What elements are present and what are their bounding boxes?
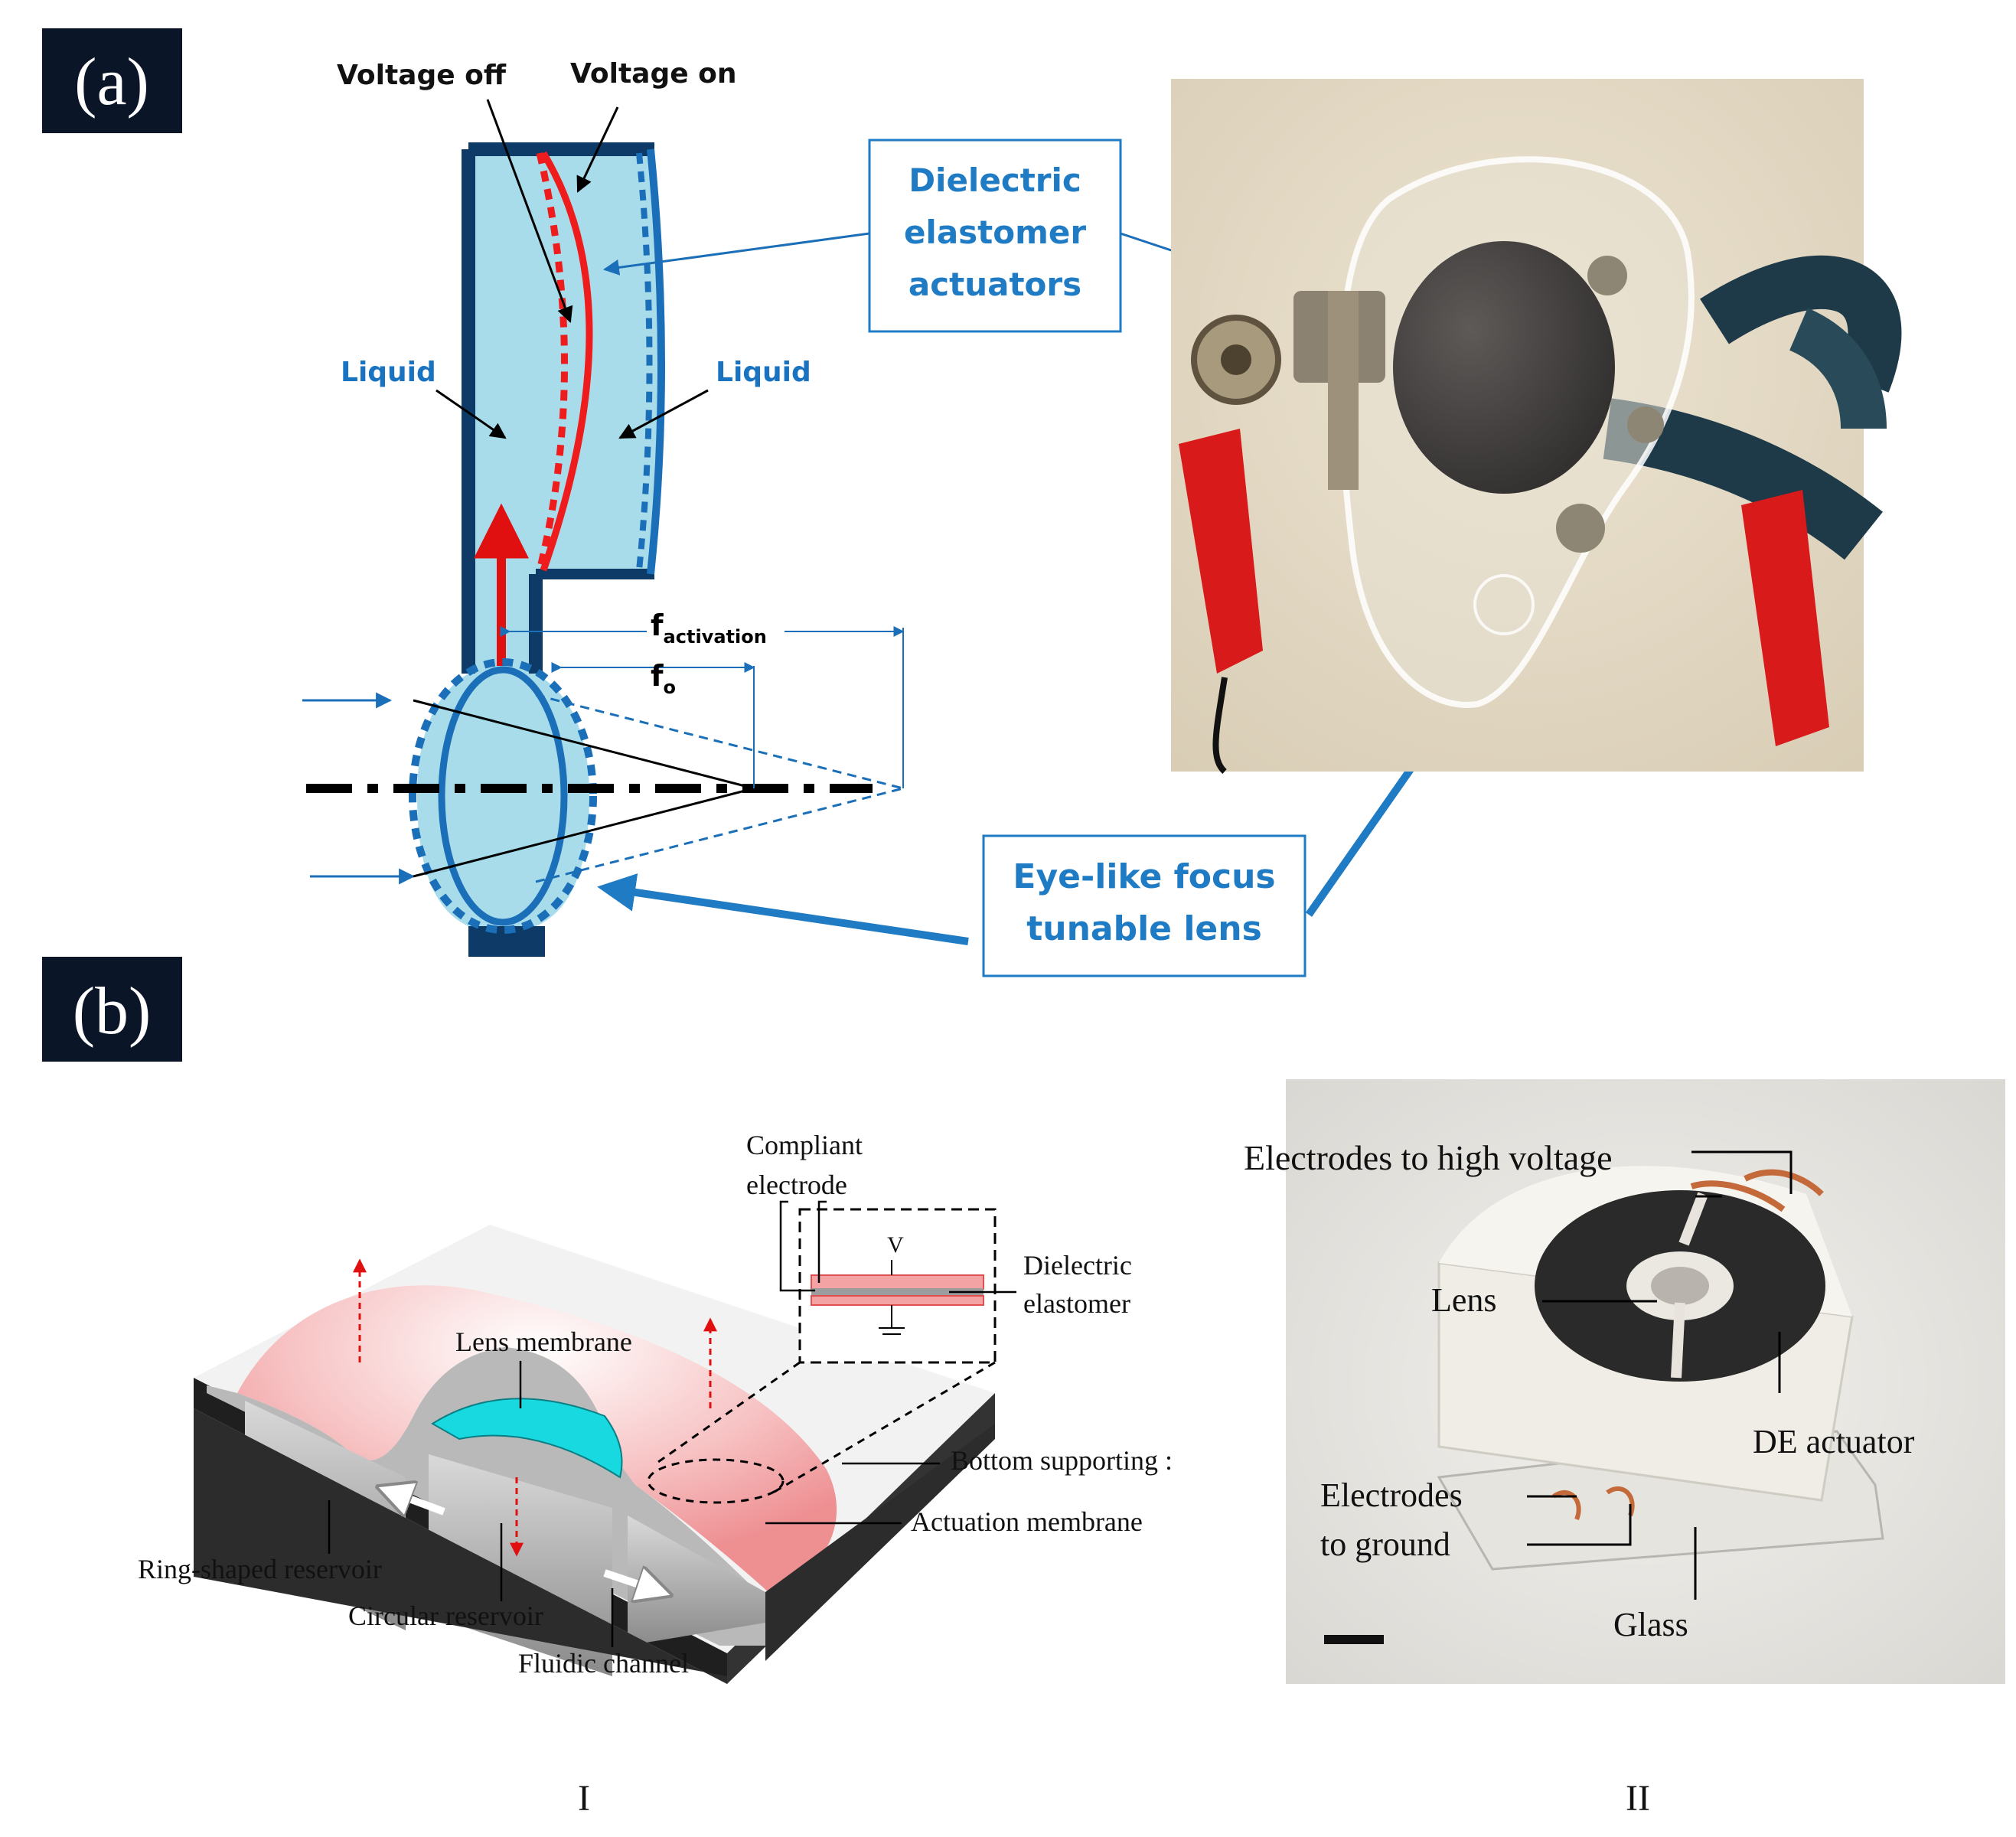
dea-wall-dashed [636, 152, 653, 571]
lens-dashed [409, 658, 597, 934]
lens-callout-arrow-left [597, 873, 969, 945]
electrodes-gnd-label-1: Electrodes [1320, 1476, 1463, 1514]
f0-label: fo [651, 659, 676, 698]
compliant-label-1: Compliant [746, 1130, 863, 1160]
lens-solid [438, 666, 568, 926]
device-photo [1171, 79, 1902, 774]
lens-callout-box [982, 834, 1306, 977]
dea-disc [1393, 241, 1615, 494]
circular-reservoir-label: Circular reservoir [348, 1600, 543, 1631]
dea-wall-solid [647, 148, 665, 575]
dea-callout-line1: Dielectric [909, 162, 1081, 199]
dea-callout-box [868, 139, 1122, 333]
panel-a: (a) [42, 28, 1902, 977]
dielectric-label-1: Dielectric [1023, 1250, 1132, 1281]
actuation-membrane [237, 1285, 837, 1600]
membrane-voltage-on [540, 151, 593, 572]
voltage-on-label: Voltage on [570, 58, 737, 90]
fluidic-channel-label: Fluidic channel [518, 1648, 689, 1679]
liquid-label-left: Liquid [341, 357, 436, 388]
panel-a-tag-box [42, 28, 182, 133]
scale-bar [1324, 1635, 1384, 1644]
glass-label: Glass [1613, 1606, 1688, 1643]
inset-voltage-label: V [887, 1232, 904, 1258]
dea-callout-line3: actuators [909, 266, 1081, 303]
lens-schematic: factivation fo [302, 142, 905, 957]
compliant-label-2: electrode [746, 1170, 847, 1200]
voltage-off-label: Voltage off [337, 60, 507, 91]
de-actuator-label: DE actuator [1753, 1423, 1915, 1460]
membrane-voltage-off [536, 152, 568, 572]
cutaway-schematic: V [194, 1208, 997, 1684]
panel-b-tag-box [42, 957, 182, 1062]
panel-a-tag: (a) [74, 45, 149, 119]
f-activation-label: factivation [651, 609, 767, 648]
bottom-supporting-label: Bottom supporting : [951, 1445, 1173, 1476]
panel-b-tag: (b) [73, 974, 152, 1049]
dea-callout-line2: elastomer [904, 214, 1086, 251]
lens-callout-line2: tunable lens [1026, 909, 1262, 948]
ray-top [413, 699, 755, 790]
dielectric-label-2: elastomer [1023, 1288, 1130, 1319]
sublabel-ii: II [1626, 1778, 1650, 1819]
sublabel-i: I [578, 1778, 590, 1819]
lens-photo-label: Lens [1431, 1281, 1497, 1319]
panel-b: (b) [42, 957, 2005, 1819]
actuation-membrane-label: Actuation membrane [911, 1506, 1143, 1537]
lens-callout-line1: Eye-like focus [1013, 857, 1275, 896]
device-photo-2 [1286, 1079, 2005, 1684]
ring-reservoir-label: Ring-shaped reservoir [138, 1554, 382, 1584]
small-lens [1473, 574, 1535, 635]
lens-membrane [431, 1398, 623, 1479]
chamber-frame [462, 142, 654, 674]
liquid-label-right: Liquid [716, 357, 811, 388]
lens-membrane-label: Lens membrane [455, 1326, 632, 1357]
electrodes-hv-label: Electrodes to high voltage [1244, 1138, 1613, 1177]
photo-lens [1651, 1267, 1709, 1305]
electrodes-gnd-label-2: to ground [1320, 1525, 1450, 1563]
ray-bottom [413, 787, 755, 878]
